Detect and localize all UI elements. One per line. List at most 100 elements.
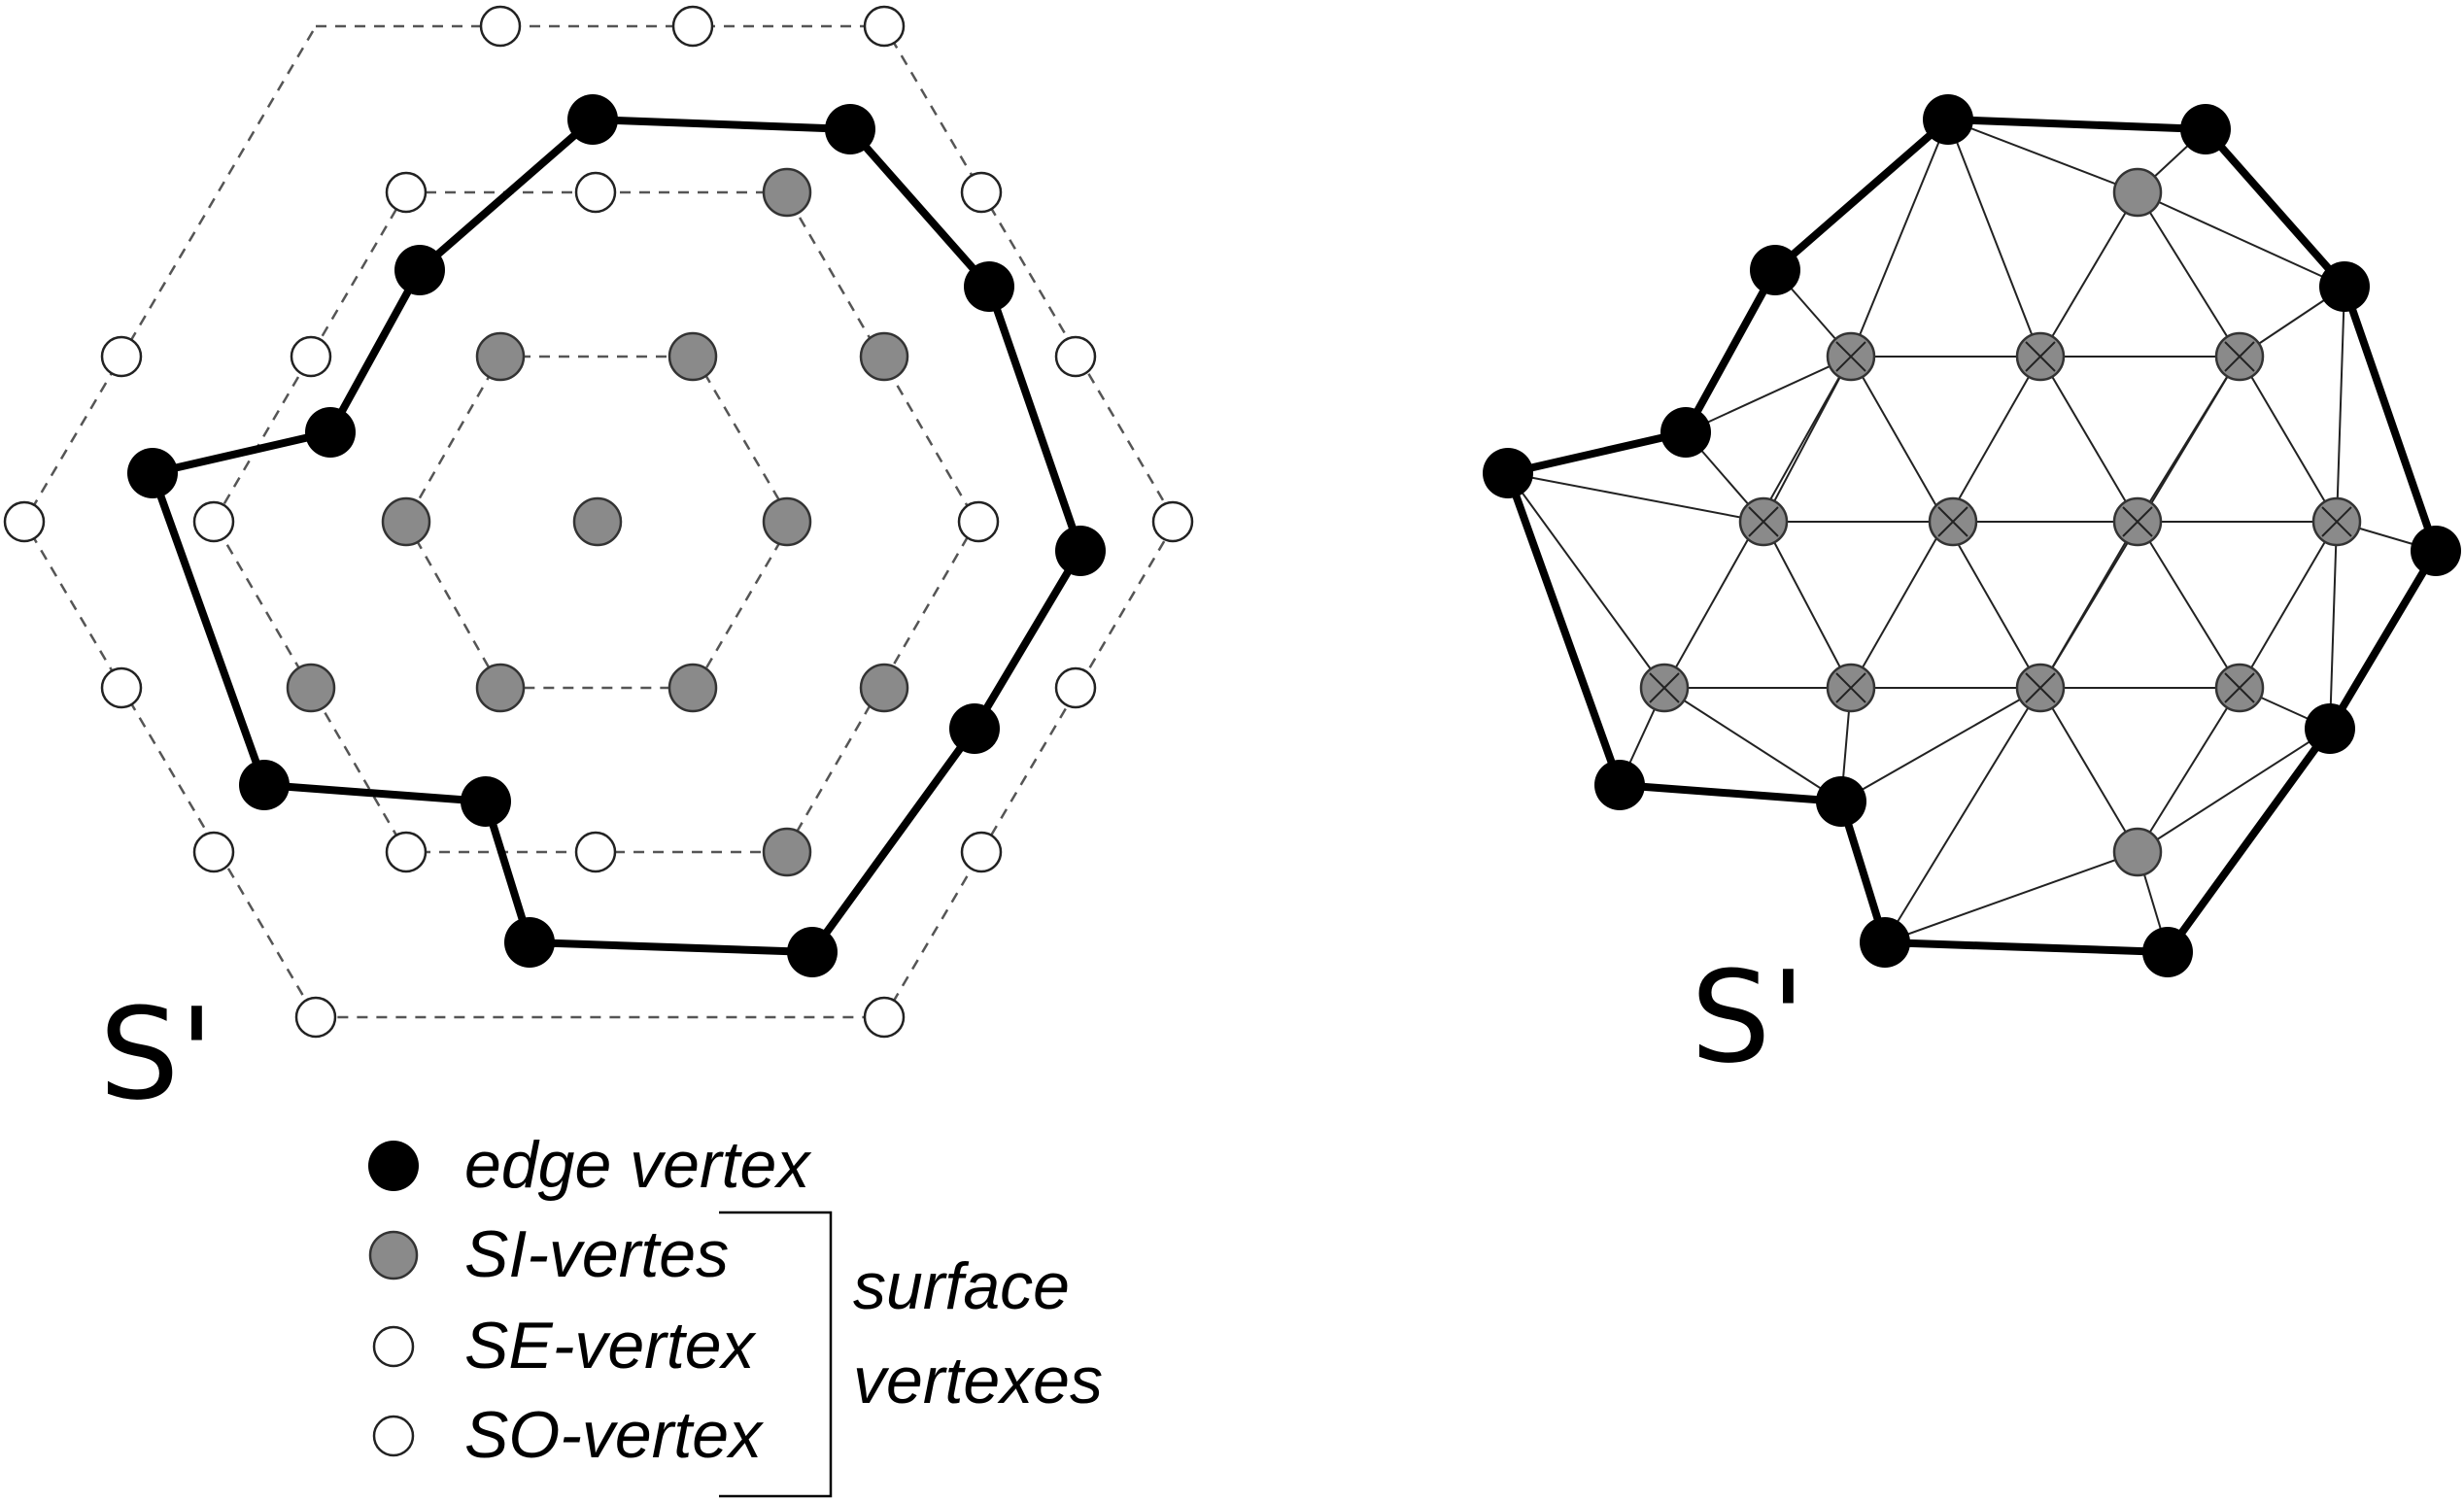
mesh-line xyxy=(1507,472,1665,689)
legend-si-vertex-marker xyxy=(368,1230,419,1280)
edge-vertices xyxy=(127,94,1106,977)
si-vertex xyxy=(286,663,336,713)
legend: edge vertex SI-vertes SE-vertex SO-verte… xyxy=(368,1128,1103,1498)
mesh-line xyxy=(1507,472,1764,523)
edge-vertex xyxy=(787,927,838,977)
edge-vertex xyxy=(461,776,511,827)
right-panel-label: S' xyxy=(1691,943,1805,1091)
se-vertex xyxy=(957,500,1000,543)
so-vertex xyxy=(294,996,337,1039)
crossmark xyxy=(2224,672,2255,703)
edge-vertex xyxy=(2142,927,2193,977)
mesh-line xyxy=(2039,191,2139,358)
left-panel: S' xyxy=(3,5,1194,1128)
si-vertex xyxy=(859,331,909,382)
legend-group-label-line1: surface xyxy=(853,1249,1070,1323)
si-vertex-crossmarks xyxy=(1649,341,2352,703)
se-vertex xyxy=(385,171,428,214)
si-vertex xyxy=(667,663,718,713)
edge-vertex xyxy=(567,94,618,145)
crossmark xyxy=(2122,506,2153,537)
legend-group-label-line2: vertexes xyxy=(853,1344,1103,1417)
edge-vertex xyxy=(239,760,290,810)
crossmark xyxy=(2321,506,2352,537)
so-vertex xyxy=(479,5,522,48)
mesh-line xyxy=(2329,521,2338,730)
edge-vertex xyxy=(1483,448,1533,498)
mesh-line xyxy=(2137,521,2241,689)
so-vertex xyxy=(1054,335,1097,378)
mesh-line xyxy=(1947,119,2139,193)
legend-group-bracket xyxy=(719,1211,833,1498)
so-vertex xyxy=(1151,500,1194,543)
crossmark xyxy=(1748,506,1779,537)
si-vertex xyxy=(2112,827,2163,877)
so-vertex xyxy=(863,996,906,1039)
mesh-line xyxy=(2239,356,2338,523)
legend-edge-vertex-marker xyxy=(368,1141,419,1191)
edge-vertex xyxy=(504,917,555,968)
edge-vertex xyxy=(1860,917,1910,968)
mesh-line xyxy=(2137,356,2241,523)
so-vertex xyxy=(1054,666,1097,709)
edge-vertex xyxy=(2319,261,2370,312)
edge-vertex xyxy=(1594,760,1645,810)
edge-vertex xyxy=(825,104,875,154)
edge-vertices xyxy=(1483,94,2461,977)
edge-vertex xyxy=(1055,526,1106,576)
crossmark xyxy=(1937,506,1968,537)
mesh-line xyxy=(1850,119,1949,358)
edge-vertex xyxy=(2305,703,2355,754)
mesh-line xyxy=(2039,356,2139,523)
so-vertex xyxy=(100,666,143,709)
so-vertex xyxy=(3,500,46,543)
crossmark xyxy=(2224,341,2255,372)
so-vertex xyxy=(960,171,1003,214)
mesh-line xyxy=(1762,521,1852,689)
edge-vertex xyxy=(127,448,178,498)
crossmark xyxy=(2025,672,2056,703)
legend-se-vertex-marker xyxy=(372,1325,415,1368)
mesh-line xyxy=(2039,521,2139,689)
edge-vertex xyxy=(2180,104,2231,154)
so-vertex xyxy=(100,335,143,378)
crossmark xyxy=(1835,341,1866,372)
mesh-line xyxy=(2336,286,2345,523)
so-vertex xyxy=(960,831,1003,873)
left-panel-label: S' xyxy=(99,980,214,1128)
mesh-line xyxy=(1947,119,2041,358)
edge-vertex xyxy=(2411,526,2461,576)
so-vertex xyxy=(671,5,714,48)
mesh-line xyxy=(1884,687,2041,943)
mesh-line xyxy=(2137,728,2331,853)
edge-vertex xyxy=(394,245,445,295)
edge-vertex xyxy=(1660,407,1711,458)
si-vertex xyxy=(381,496,431,547)
si-vertex xyxy=(572,496,623,547)
mesh-line xyxy=(2039,687,2139,853)
mesh-line xyxy=(1840,687,2041,802)
si-vertex xyxy=(667,331,718,382)
si-vertex xyxy=(762,827,812,877)
si-vertices xyxy=(286,167,909,877)
mesh-line xyxy=(2137,191,2345,288)
crossmark xyxy=(1649,672,1680,703)
triangulation-mesh xyxy=(1507,119,2437,953)
right-panel: S' xyxy=(1483,94,2461,1091)
se-vertex xyxy=(385,831,428,873)
legend-si-vertex-label: SI-vertes xyxy=(464,1217,729,1291)
si-vertex xyxy=(2112,167,2163,218)
legend-so-vertex-marker xyxy=(372,1415,415,1457)
si-vertex xyxy=(762,167,812,218)
si-vertex xyxy=(475,663,526,713)
crossmark xyxy=(1835,672,1866,703)
edge-vertex xyxy=(1923,94,1973,145)
mesh-line xyxy=(2137,191,2241,358)
edge-vertex xyxy=(964,261,1014,312)
legend-edge-vertex-label: edge vertex xyxy=(464,1128,811,1202)
mesh-line xyxy=(2137,687,2241,853)
se-vertex xyxy=(574,171,617,214)
mesh-line xyxy=(2239,521,2338,689)
edge-vertex xyxy=(1750,245,1800,295)
